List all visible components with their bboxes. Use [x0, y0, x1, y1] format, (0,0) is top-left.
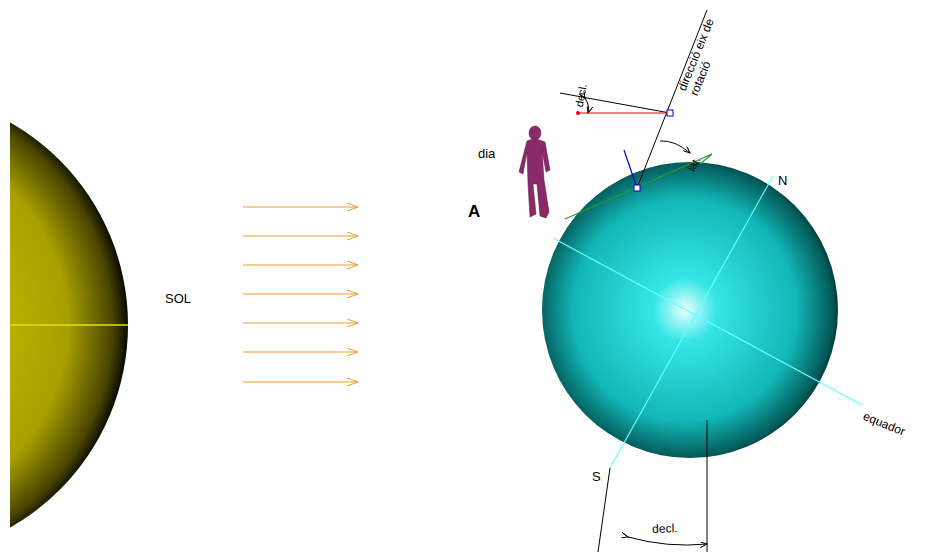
sun-rays [243, 207, 358, 382]
horizontal-line [578, 112, 670, 113]
horizon-plane [565, 154, 712, 219]
day-label: dia [478, 147, 495, 160]
marker [667, 110, 673, 116]
marker [634, 185, 640, 191]
equator-label: equador [862, 410, 907, 438]
pole-label: S [592, 470, 601, 483]
sun-label: SOL [165, 292, 191, 305]
dot [576, 111, 580, 115]
vertical-line [624, 150, 637, 188]
point-label: A [468, 203, 480, 220]
pole-label: N [778, 174, 787, 187]
axis-label: direcció eix de rotació [676, 0, 736, 98]
person [519, 126, 550, 218]
angle-label: decl. [652, 522, 678, 535]
sun [0, 0, 128, 558]
angle-label: decl. [574, 83, 589, 108]
